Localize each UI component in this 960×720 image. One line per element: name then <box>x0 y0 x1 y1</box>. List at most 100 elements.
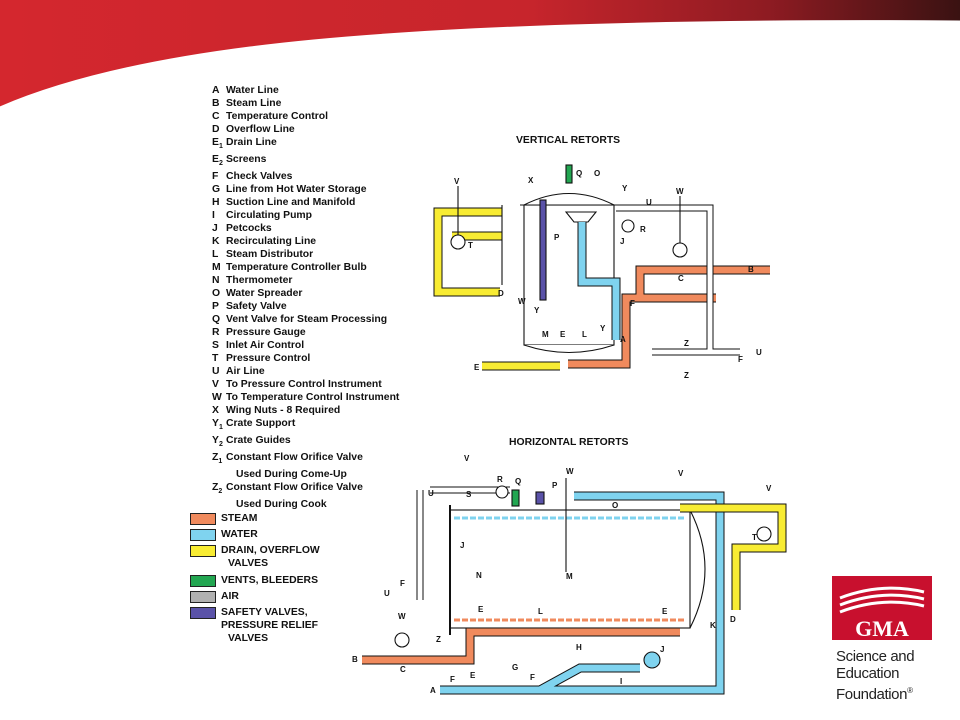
vertical-vessel <box>523 204 615 346</box>
color-key-label: DRAIN, OVERFLOW <box>221 545 320 556</box>
legend-key: T <box>212 353 219 365</box>
svg-text:F: F <box>630 299 635 308</box>
svg-text:E: E <box>560 330 566 339</box>
logo-mark: GMA <box>855 616 909 640</box>
legend-key: Y2 <box>212 435 223 449</box>
color-key-label: WATER <box>221 529 258 540</box>
legend-label: Used During Come-Up <box>236 469 347 481</box>
color-swatch <box>190 513 216 525</box>
color-key-label-line3: VALVES <box>228 633 269 644</box>
legend-key: G <box>212 184 221 196</box>
svg-text:Q: Q <box>576 169 582 178</box>
legend-key: D <box>212 124 220 135</box>
svg-text:M: M <box>566 572 573 581</box>
svg-text:C: C <box>678 274 684 283</box>
svg-text:G: G <box>512 663 518 672</box>
legend-key: F <box>212 171 219 183</box>
legend-label: Steam Distributor <box>226 249 314 261</box>
svg-text:X: X <box>528 176 534 185</box>
svg-text:A: A <box>620 335 626 344</box>
svg-text:W: W <box>398 612 406 621</box>
legend-label: Vent Valve for Steam Processing <box>226 314 388 326</box>
legend-key: Z1 <box>212 452 223 466</box>
horizontal-retort <box>362 478 787 695</box>
legend-row: H Suction Line and Manifold <box>212 196 399 209</box>
legend-label: Wing Nuts - 8 Required <box>226 405 341 417</box>
svg-text:M: M <box>542 330 549 339</box>
legend-key: H <box>212 197 220 209</box>
svg-text:P: P <box>552 481 558 490</box>
svg-text:R: R <box>497 475 503 484</box>
vertical-retort <box>433 164 770 371</box>
legend-key: R <box>212 327 220 339</box>
legend-label: Steam Line <box>226 98 282 109</box>
svg-text:Q: Q <box>515 477 521 486</box>
svg-text:E: E <box>470 671 476 680</box>
legend-key: C <box>212 111 220 122</box>
svg-text:E: E <box>474 363 480 372</box>
legend-key: O <box>212 288 221 300</box>
legend-row: Used During Come-Up <box>212 468 399 481</box>
svg-text:J: J <box>460 541 464 550</box>
svg-text:U: U <box>428 489 434 498</box>
legend-label: Line from Hot Water Storage <box>226 184 367 196</box>
legend-label: Pressure Control <box>226 353 311 365</box>
legend-key: V <box>212 379 219 391</box>
legend-label: Crate Guides <box>226 435 291 447</box>
legend-label: Suction Line and Manifold <box>226 197 356 209</box>
svg-text:F: F <box>400 579 405 588</box>
svg-text:E: E <box>662 607 668 616</box>
legend-label: Check Valves <box>226 171 293 183</box>
svg-text:T: T <box>468 241 473 250</box>
color-key-label-line2: VALVES <box>228 558 269 569</box>
svg-text:T: T <box>752 533 757 542</box>
svg-text:D: D <box>498 289 504 298</box>
legend-key: S <box>212 340 219 352</box>
legend-key: E1 <box>212 137 223 151</box>
legend-row: Used During Cook <box>212 498 399 511</box>
color-swatch <box>190 545 216 557</box>
legend-key: Q <box>212 314 221 326</box>
legend-key: L <box>212 249 219 261</box>
legend-label: Crate Support <box>226 418 296 430</box>
legend-key: B <box>212 98 220 109</box>
svg-text:O: O <box>612 501 618 510</box>
legend-row: T Pressure Control <box>212 352 399 365</box>
legend-label: Drain Line <box>226 137 277 148</box>
legend-label: Constant Flow Orifice Valve <box>226 482 363 494</box>
svg-text:C: C <box>400 665 406 674</box>
brand-name: Science and Education Foundation® <box>836 648 915 703</box>
svg-text:S: S <box>466 490 472 499</box>
horizontal-vessel <box>449 509 691 629</box>
svg-text:W: W <box>676 187 684 196</box>
top-banner <box>0 0 960 110</box>
svg-text:J: J <box>660 645 664 654</box>
svg-text:L: L <box>582 330 587 339</box>
legend-label: To Temperature Control Instrument <box>226 392 400 404</box>
svg-text:F: F <box>530 673 535 682</box>
svg-text:L: L <box>538 607 543 616</box>
svg-text:Z: Z <box>684 371 689 380</box>
color-swatch <box>190 575 216 587</box>
legend-row: C Temperature Control <box>212 110 399 123</box>
legend-key: N <box>212 275 220 287</box>
legend-label: Circulating Pump <box>226 210 313 222</box>
color-key-label: VENTS, BLEEDERS <box>221 575 318 586</box>
legend-label: Inlet Air Control <box>226 340 305 352</box>
svg-text:U: U <box>646 198 652 207</box>
svg-text:I: I <box>620 677 622 686</box>
svg-text:B: B <box>748 265 754 274</box>
legend-label: Temperature Control <box>226 111 328 122</box>
